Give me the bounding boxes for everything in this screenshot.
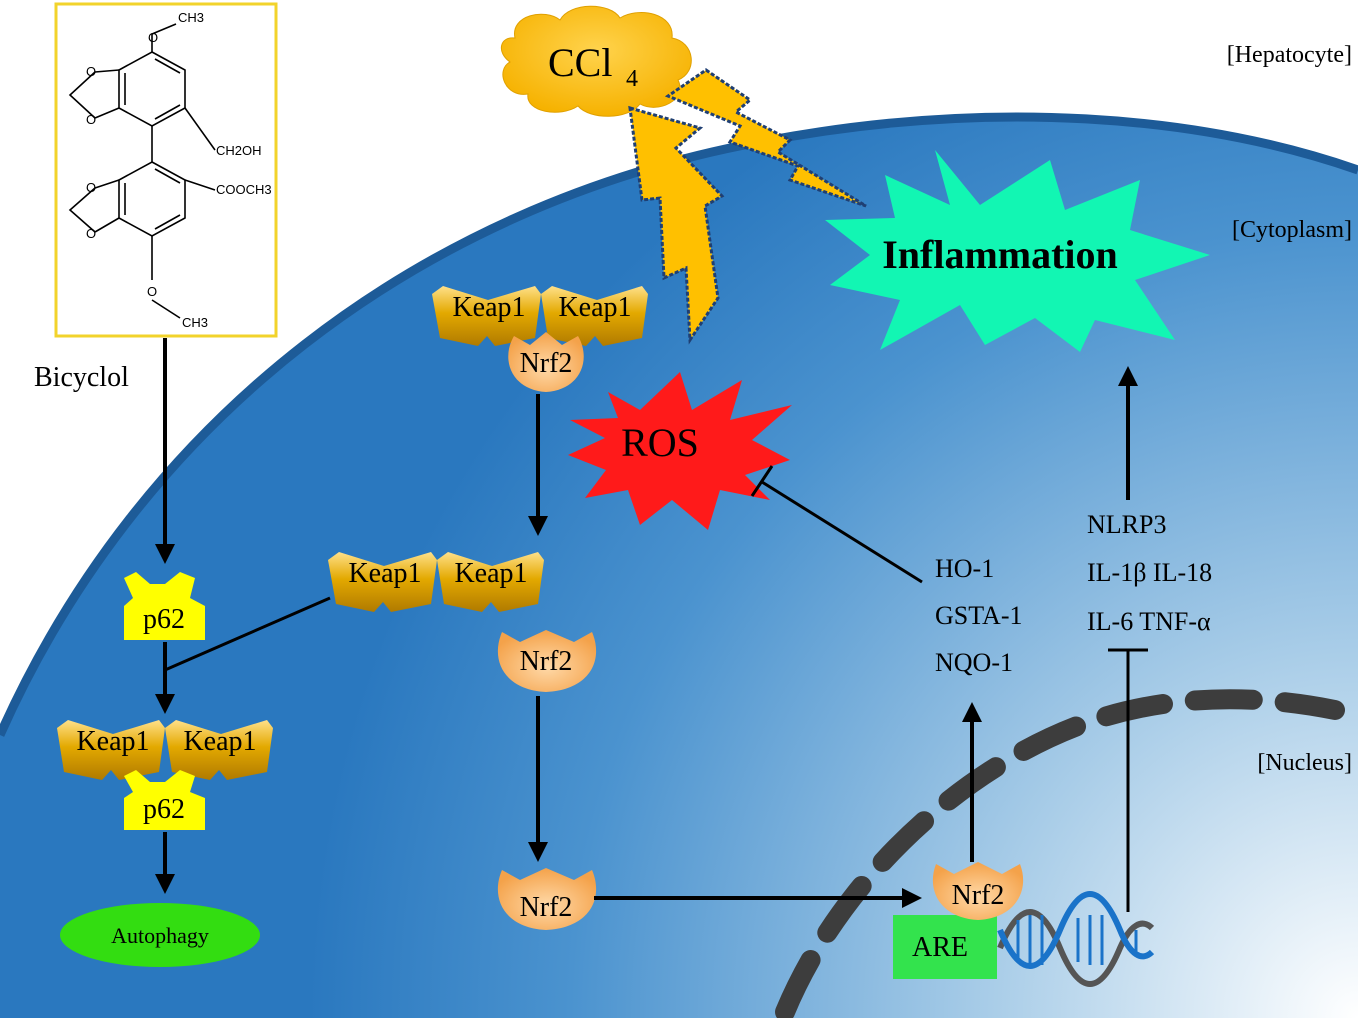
bicyclol-structure: O CH3 O O CH2OH COOCH3 O O O CH3: [54, 2, 278, 338]
svg-text:ROS: ROS: [621, 420, 699, 465]
edges: [155, 338, 1148, 912]
svg-text:Nrf2: Nrf2: [520, 892, 573, 923]
svg-text:CH3: CH3: [178, 10, 204, 25]
gene-nqo1: NQO-1: [935, 648, 1013, 677]
gene-gsta1: GSTA-1: [935, 601, 1022, 630]
ccl4-cloud: CCl 4: [500, 5, 692, 117]
nrf2-nuclear: Nrf2: [932, 862, 1024, 920]
svg-text:Keap1: Keap1: [558, 292, 631, 323]
inhibit-bar-ros: [750, 465, 774, 497]
svg-text:ARE: ARE: [912, 932, 968, 963]
gene-il1b-il18: IL-1β IL-18: [1087, 558, 1212, 587]
svg-text:CCl: CCl: [548, 40, 612, 85]
svg-text:Keap1: Keap1: [348, 558, 421, 589]
svg-text:O: O: [86, 180, 96, 195]
hepatocyte-label: [Hepatocyte]: [1227, 42, 1352, 68]
lightning-bolt-to-ros: [628, 105, 725, 345]
are-element: ARE: [893, 915, 997, 979]
svg-text:Keap1: Keap1: [183, 726, 256, 757]
svg-text:4: 4: [626, 66, 638, 92]
svg-text:Nrf2: Nrf2: [952, 880, 1005, 911]
line-keap1-joins-p62: [164, 596, 331, 672]
gene-il6-tnfa: IL-6 TNF-α: [1087, 607, 1211, 636]
keap1-dimer-middle: Keap1 Keap1: [328, 552, 544, 612]
lightning-bolt-to-inflammation: [664, 68, 867, 208]
svg-text:Autophagy: Autophagy: [111, 923, 209, 948]
keap1-nrf2-complex-top: Keap1 Keap1 Nrf2: [432, 286, 648, 392]
svg-text:Keap1: Keap1: [76, 726, 149, 757]
nuclear-envelope: [775, 689, 1345, 1018]
svg-text:Keap1: Keap1: [452, 292, 525, 323]
svg-text:O: O: [86, 226, 96, 241]
svg-text:COOCH3: COOCH3: [216, 182, 272, 197]
svg-text:Nrf2: Nrf2: [520, 646, 573, 677]
inflammation-burst: Inflammation: [825, 150, 1210, 352]
svg-text:Nrf2: Nrf2: [520, 348, 573, 379]
svg-text:p62: p62: [143, 794, 185, 825]
svg-text:O: O: [86, 112, 96, 127]
gene-nlrp3: NLRP3: [1087, 510, 1166, 539]
keap1-p62-complex: Keap1 Keap1 p62: [57, 720, 273, 830]
svg-text:O: O: [86, 64, 96, 79]
p62-top: p62: [124, 572, 205, 640]
ros-burst: ROS: [568, 372, 792, 530]
svg-text:Inflammation: Inflammation: [882, 232, 1118, 277]
cytoplasm-label: [Cytoplasm]: [1232, 217, 1352, 243]
inhibit-genes-to-ros: [761, 480, 923, 584]
dna-helix: [997, 891, 1155, 987]
nucleus-label: [Nucleus]: [1257, 750, 1352, 776]
svg-text:Keap1: Keap1: [454, 558, 527, 589]
nrf2-free: Nrf2: [497, 630, 597, 692]
nrf2-bottom: Nrf2: [497, 868, 597, 930]
svg-text:CH3: CH3: [182, 315, 208, 330]
svg-text:CH2OH: CH2OH: [216, 143, 262, 158]
svg-text:O: O: [147, 284, 157, 299]
svg-text:p62: p62: [143, 604, 185, 635]
cell-body: [0, 116, 1358, 1018]
svg-text:O: O: [148, 30, 158, 45]
autophagy-node: Autophagy: [60, 903, 260, 967]
gene-ho1: HO-1: [935, 554, 994, 583]
bicyclol-label: Bicyclol: [34, 362, 129, 393]
